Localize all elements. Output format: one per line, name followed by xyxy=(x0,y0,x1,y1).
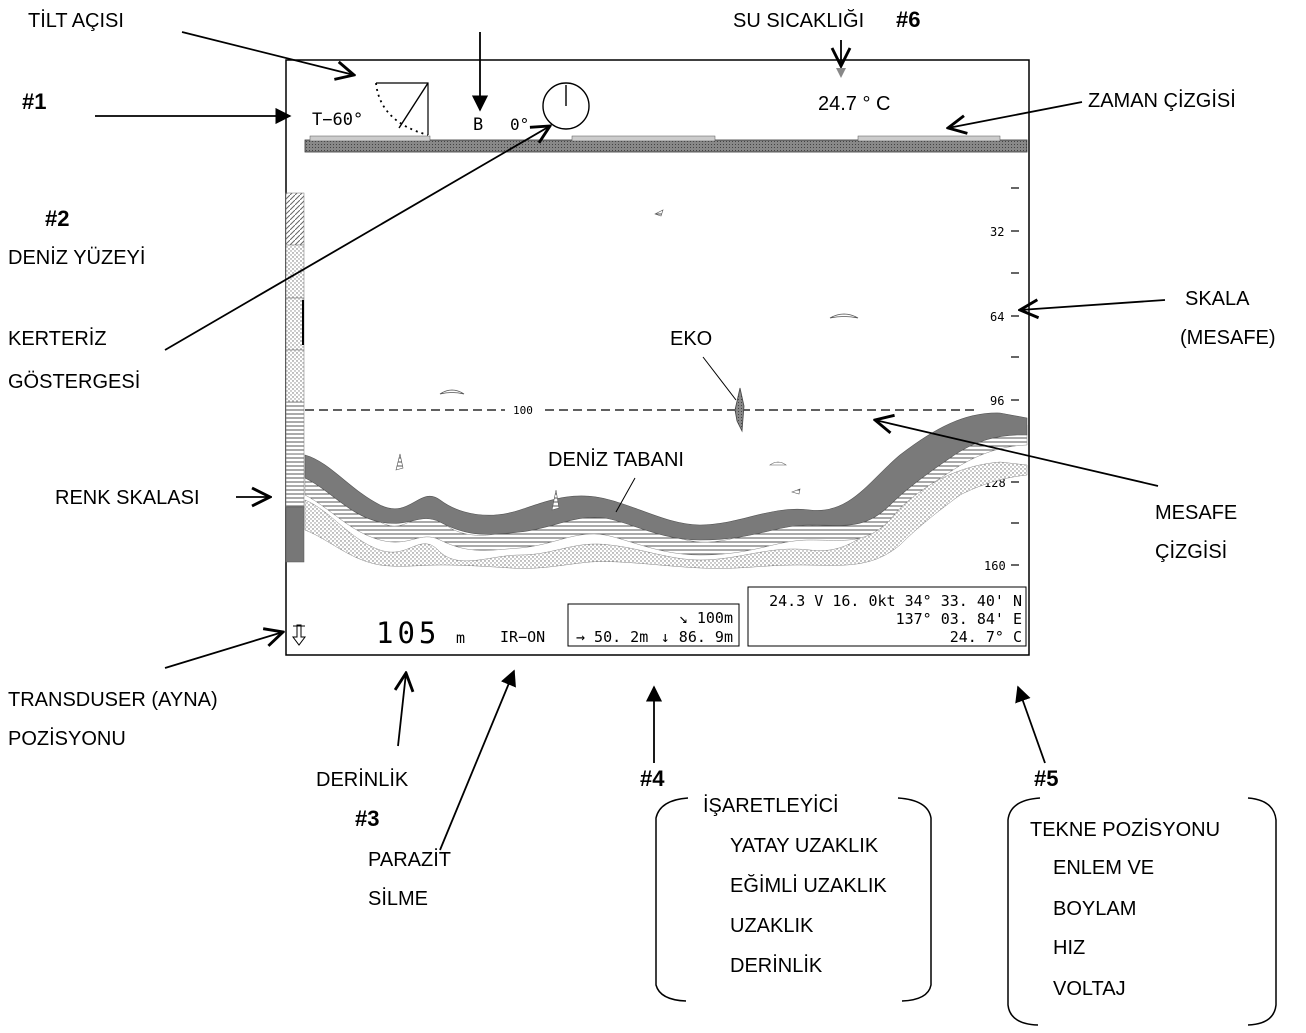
noise-status: IR−ON xyxy=(500,628,545,646)
marker-legend-item: EĞİMLİ UZAKLIK xyxy=(730,874,887,897)
label-noise-2: SİLME xyxy=(368,887,428,910)
depth-unit: m xyxy=(456,629,465,647)
marker-legend-item: DERİNLİK xyxy=(730,954,823,977)
bearing-letter: B xyxy=(473,115,483,135)
time-line-bar xyxy=(304,139,1028,153)
label-range-line-2: ÇİZGİSİ xyxy=(1155,540,1227,563)
label-sea-surface: DENİZ YÜZEYİ xyxy=(8,246,145,269)
scale-tick-label: 64 xyxy=(990,310,1004,324)
time-line-segment xyxy=(571,135,716,142)
label-water-temp: SU SICAKLIĞI xyxy=(733,9,864,32)
label-range-line-1: MESAFE xyxy=(1155,502,1237,524)
nav-line-2: 137° 03. 84' E xyxy=(896,610,1022,628)
time-line-segment xyxy=(857,135,1001,142)
label-time-line: ZAMAN ÇİZGİSİ xyxy=(1088,89,1236,112)
label-scale-1: SKALA xyxy=(1185,288,1250,310)
label-echo: EKO xyxy=(670,328,712,350)
label-depth: DERİNLİK xyxy=(316,768,409,791)
nav-line-3: 24. 7° C xyxy=(950,628,1022,646)
marker-legend-bracket xyxy=(655,797,932,1002)
nav-line-1: 24.3 V 16. 0kt 34° 33. 40' N xyxy=(769,592,1022,610)
label-noise-1: PARAZİT xyxy=(368,848,451,871)
tilt-indicator xyxy=(375,82,429,136)
marker-readout-box xyxy=(567,603,740,647)
transducer-position-icon xyxy=(292,624,306,646)
temperature-marker-icon xyxy=(836,68,846,78)
scale-tick-label: 96 xyxy=(990,394,1004,408)
label-sea-bottom: DENİZ TABANI xyxy=(548,448,684,471)
ship-legend-item: ENLEM VE xyxy=(1053,857,1154,879)
label-bearing-indicator-2: GÖSTERGESİ xyxy=(8,370,140,393)
ship-legend-title: TEKNE POZİSYONU xyxy=(1030,818,1220,841)
ship-legend-item: VOLTAJ xyxy=(1053,978,1126,1000)
label-tilt-angle: TİLT AÇISI xyxy=(28,9,124,32)
label-marker-5: #5 xyxy=(1034,766,1058,791)
temperature-readout: 24.7 ° C xyxy=(818,93,890,115)
marker-legend-item: UZAKLIK xyxy=(730,915,814,937)
sea-bottom-echo xyxy=(304,412,1028,569)
color-scale-bar xyxy=(285,192,305,563)
bearing-value: 0° xyxy=(510,115,529,134)
marker-depth: ↓ 86. 9m xyxy=(661,628,733,646)
ship-legend-item: HIZ xyxy=(1053,937,1085,959)
marker-slant-range: ↘ 100m xyxy=(679,609,733,627)
depth-readout: 105 xyxy=(376,616,440,650)
label-marker-1: #1 xyxy=(22,89,46,114)
label-marker-4: #4 xyxy=(640,766,665,791)
marker-legend-title: İŞARETLEYİCİ xyxy=(703,794,839,817)
nav-readout-box xyxy=(747,586,1027,647)
label-transducer-2: POZİSYONU xyxy=(8,727,126,750)
label-bearing-indicator-1: KERTERİZ xyxy=(8,327,107,350)
label-marker-3: #3 xyxy=(355,806,379,831)
ship-legend-bracket xyxy=(1007,797,1277,1026)
fish-echoes xyxy=(395,209,859,511)
time-line-segment xyxy=(309,135,431,142)
scale-tick-label: 32 xyxy=(990,225,1004,239)
label-marker-2: #2 xyxy=(45,206,69,231)
range-line-value: 100 xyxy=(513,404,533,417)
label-color-scale: RENK SKALASI xyxy=(55,487,200,509)
label-scale-2: (MESAFE) xyxy=(1180,327,1276,349)
ship-legend-item: BOYLAM xyxy=(1053,898,1136,920)
tilt-readout: T−60° xyxy=(312,110,363,130)
label-marker-6: #6 xyxy=(896,7,920,32)
scale-tick-label: 160 xyxy=(984,559,1006,573)
marker-horizontal-range: → 50. 2m xyxy=(576,628,648,646)
marker-legend-item: YATAY UZAKLIK xyxy=(730,835,879,857)
label-transducer-1: TRANSDUSER (AYNA) xyxy=(8,689,218,711)
